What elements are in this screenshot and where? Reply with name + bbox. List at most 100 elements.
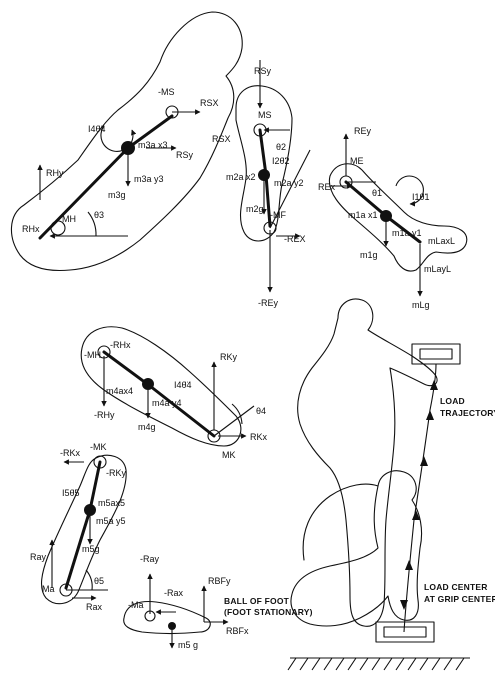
upper-arm-segment-2	[126, 114, 174, 150]
label-mh: MH	[62, 214, 76, 224]
foot-panel: -Ray -Ma -Rax RBFy RBFx m5 g BALL OF FOO…	[123, 554, 313, 650]
label-rsy-upper: RSy	[176, 150, 194, 160]
label-i4-upper: I4θ̈4	[88, 124, 106, 134]
label-ma: Ma	[42, 584, 55, 594]
forearm-panel: REy ME REx θ1 I1θ̈1 m1a x1 m1a y1 m1g mL…	[318, 126, 468, 310]
theta5-arc	[85, 569, 93, 591]
label-m1ax1: m1a x1	[348, 210, 378, 220]
label-rey-forearm: REy	[354, 126, 372, 136]
thigh-center-of-mass	[142, 378, 154, 390]
load-trajectory-caption-1: LOAD	[440, 396, 465, 406]
label-rsx-trunk: RSX	[212, 134, 231, 144]
theta4-arc	[231, 403, 243, 425]
theta4-ref	[213, 405, 255, 437]
foot-stationary-caption: (FOOT STATIONARY)	[224, 607, 313, 617]
label-mk: MK	[222, 450, 236, 460]
label-ms-upper: -MS	[158, 87, 175, 97]
trajectory-arrow-5	[426, 410, 434, 420]
upper-arm-segment	[38, 146, 130, 240]
label-rsy-trunk: RSy	[254, 66, 272, 76]
label-m4g: m4g	[138, 422, 156, 432]
thigh-segment-2	[148, 384, 216, 438]
shank-panel: -RKx -MK -RKy I5θ̈5 m5ax5 m5a y5 m5g Ray…	[30, 442, 127, 612]
ball-of-foot-caption: BALL OF FOOT	[224, 596, 290, 606]
label-ma-foot: -Ma	[128, 600, 144, 610]
label-rhy: RHy	[46, 168, 64, 178]
label-i4-thigh: I4θ̈4	[174, 380, 192, 390]
label-theta5: θ5	[94, 576, 104, 586]
trunk-panel: RSy MS RSX θ2 I2θ̈2 m2a x2 m2a y2 m2g -M…	[212, 60, 311, 308]
load-box-top-inner	[419, 348, 453, 360]
shank-center-of-mass	[84, 504, 96, 516]
label-rky-thigh: RKy	[220, 352, 238, 362]
label-rey-trunk: -REy	[258, 298, 278, 308]
label-rbfy: RBFy	[208, 576, 231, 586]
upper-arm-torso-panel: -MS RSX I4θ̈4 m3a x3 RSy RHy m3g m3a y3 …	[10, 11, 243, 272]
label-rhx: RHx	[22, 224, 40, 234]
label-me: ME	[350, 156, 364, 166]
hip-joint	[50, 220, 66, 236]
label-m2ay2: m2a y2	[274, 178, 304, 188]
label-mk-shank: -MK	[90, 442, 107, 452]
label-rex-trunk: -REX	[284, 234, 306, 244]
upper-arm-center-of-mass	[121, 141, 135, 155]
thigh-panel: -MH -RHx RKy I4θ̈4 m4ax4 m4a y4 -RHy m4g…	[80, 326, 268, 460]
label-ms-trunk: MS	[258, 110, 272, 120]
label-m4ax4: m4ax4	[106, 386, 133, 396]
trajectory-arrow-6	[430, 380, 438, 390]
shank-outline	[40, 454, 127, 605]
lifter-figure: LOAD TRAJECTORY LOAD CENTER AT GRIP CENT…	[287, 298, 495, 671]
label-rhy-thigh: -RHy	[94, 410, 115, 420]
label-theta2: θ2	[276, 142, 286, 152]
label-mlaxl: mLaxL	[428, 236, 455, 246]
squat-body-outline	[290, 470, 423, 627]
theta3-arc	[87, 211, 97, 237]
thigh-outline	[80, 326, 242, 447]
label-i2: I2θ̈2	[272, 156, 290, 166]
label-m1g: m1g	[360, 250, 378, 260]
label-m5g-foot: m5 g	[178, 640, 198, 650]
trajectory-arrow-3	[412, 510, 420, 520]
label-m5ax5: m5ax5	[98, 498, 125, 508]
label-theta3: θ3	[94, 210, 104, 220]
theta2-line	[269, 149, 311, 229]
foot-ankle-joint	[144, 610, 156, 622]
forearm-segment-2	[384, 214, 422, 244]
label-m2ax2: m2a x2	[226, 172, 256, 182]
i1-rotation-arc	[395, 175, 424, 207]
label-rbfx: RBFx	[226, 626, 249, 636]
label-m3ax3: m3a x3	[138, 140, 168, 150]
forearm-outline	[328, 163, 468, 272]
label-i5: I5θ̈5	[62, 488, 80, 498]
trunk-segment-2	[264, 173, 272, 228]
forearm-center-of-mass	[380, 210, 392, 222]
foot-center-of-mass	[168, 622, 176, 630]
label-theta4: θ4	[256, 406, 266, 416]
thigh-segment	[102, 350, 152, 388]
label-m3g: m3g	[108, 190, 126, 200]
i4-rotation-arc	[100, 125, 137, 152]
label-mlayl: mLayL	[424, 264, 451, 274]
label-rhx-thigh: -RHx	[110, 340, 131, 350]
label-mf: -MF	[270, 210, 286, 220]
label-mh-thigh: -MH	[84, 350, 101, 360]
shank-segment	[88, 460, 102, 512]
label-rky-shank: -RKy	[106, 468, 126, 478]
label-rax-foot: -Rax	[164, 588, 184, 598]
label-m1ay1: m1a y1	[392, 228, 422, 238]
trunk-center-of-mass	[258, 169, 270, 181]
upper-arm-torso-outline	[10, 11, 243, 272]
label-i1: I1θ̈1	[412, 192, 430, 202]
label-rsx-upper: RSX	[200, 98, 219, 108]
label-m4ay4: m4a y4	[152, 398, 182, 408]
trajectory-arrow-2	[405, 560, 413, 570]
load-trajectory-caption-2: TRAJECTORY	[440, 408, 495, 418]
ground-hatching	[287, 657, 465, 671]
label-rex-forearm: REx	[318, 182, 336, 192]
label-m5ay5: m5a y5	[96, 516, 126, 526]
label-m3ay3: m3a y3	[134, 174, 164, 184]
foot-outline	[123, 600, 211, 635]
standing-body-outline	[297, 298, 438, 627]
label-m5g-shank: m5g	[82, 544, 100, 554]
